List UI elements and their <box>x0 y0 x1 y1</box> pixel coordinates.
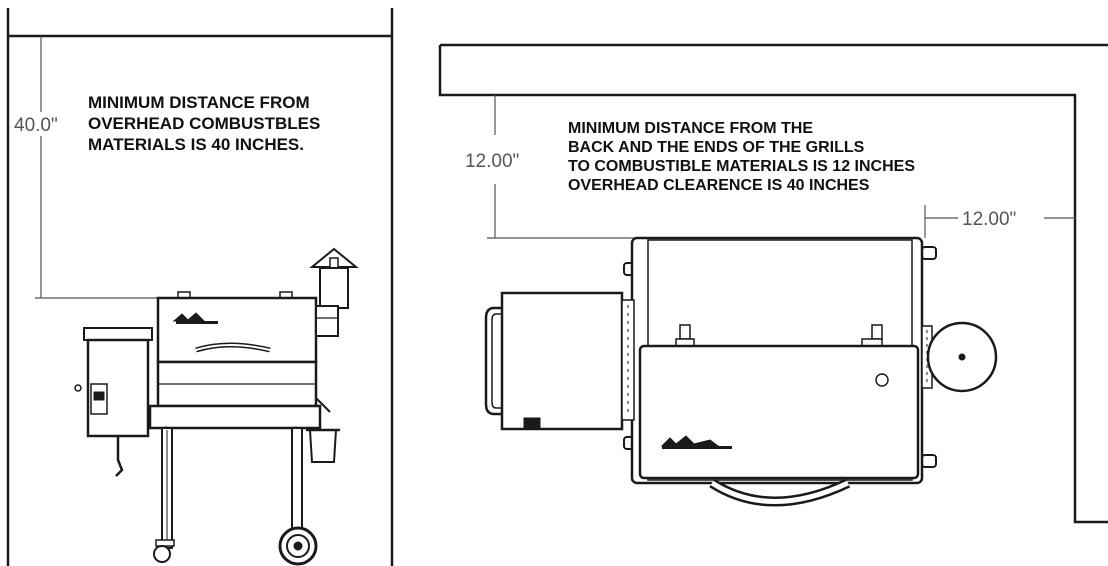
hopper-flange <box>621 299 635 421</box>
left-note-line: OVERHEAD COMBUSTBLES <box>88 114 320 133</box>
grill-top-view <box>484 236 998 507</box>
right-panel-top-view: 12.00" 12.00" MINIMUM DISTANCE FROM THE … <box>438 43 1108 524</box>
side-clearance-dimension: 12.00" <box>924 205 1075 238</box>
chimney <box>921 321 998 393</box>
logo <box>660 435 720 447</box>
leg-right <box>291 427 303 529</box>
right-note: MINIMUM DISTANCE FROM THE BACK AND THE E… <box>568 120 919 194</box>
pellet-hopper <box>500 291 624 431</box>
right-note-line: TO COMBUSTIBLE MATERIALS IS 12 INCHES <box>568 158 915 175</box>
left-note: MINIMUM DISTANCE FROM OVERHEAD COMBUSTBL… <box>88 93 325 154</box>
grill-side-view <box>74 247 359 566</box>
chimney <box>309 247 359 309</box>
overhead-dimension-label: 40.0" <box>14 115 58 136</box>
right-note-line: MINIMUM DISTANCE FROM THE <box>568 120 813 137</box>
right-note-line: BACK AND THE ENDS OF THE GRILLS <box>568 139 865 156</box>
mount-pin <box>921 246 937 260</box>
hopper-lid <box>83 327 153 341</box>
side-clearance-label: 12.00" <box>962 209 1016 230</box>
chimney-collar <box>315 305 339 337</box>
hopper-knob <box>523 417 541 429</box>
back-clearance-dimension: 12.00" <box>465 95 640 239</box>
grill-lid <box>156 296 318 364</box>
shelf-rail <box>148 404 322 430</box>
grease-bucket <box>308 429 338 463</box>
overhead-dimension: 40.0" <box>14 36 200 299</box>
wheel <box>278 526 318 566</box>
mount-pin <box>921 454 937 468</box>
left-note-line: MINIMUM DISTANCE FROM <box>88 93 310 112</box>
power-cord <box>115 436 124 477</box>
thermometer <box>875 373 889 387</box>
caster-wheel <box>153 539 175 563</box>
right-note-line: OVERHEAD CLEARENCE IS 40 INCHES <box>568 177 870 194</box>
left-note-line: MATERIALS IS 40 INCHES. <box>88 135 304 154</box>
left-panel-side-view: 40.0" MINIMUM DISTANCE FROM OVERHEAD COM… <box>6 8 394 566</box>
back-clearance-label: 12.00" <box>465 151 519 172</box>
grill-lid <box>638 344 920 480</box>
hopper-handle <box>484 306 502 416</box>
combustible-wall <box>438 43 1108 524</box>
